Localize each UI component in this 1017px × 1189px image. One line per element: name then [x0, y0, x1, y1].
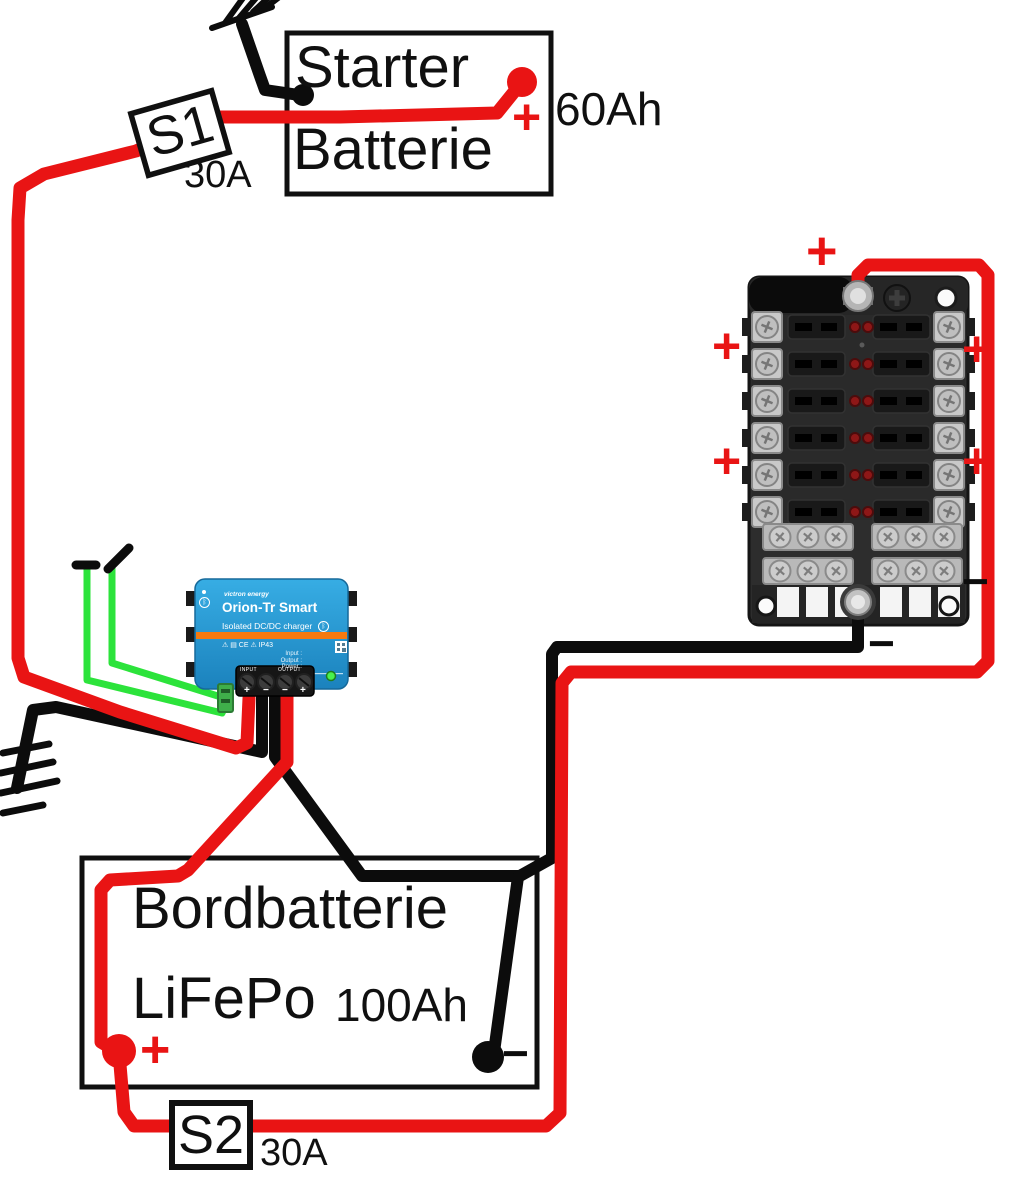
chassis-ground-top-icon — [209, 0, 281, 31]
fuse-s2-box — [169, 1100, 253, 1170]
fusebox-left-plus-mark-2: + — [712, 433, 742, 489]
charger-subtitle: Isolated DC/DC charger — [222, 621, 313, 631]
board-negative-terminal — [472, 1041, 504, 1073]
terminal-block — [235, 665, 315, 697]
qr-code-icon — [335, 641, 347, 653]
terminal-sign-3: − — [282, 685, 288, 696]
wire-charger-output-negative — [269, 688, 525, 882]
board-plus-mark: + — [140, 1021, 171, 1079]
fusebox-cover-lid — [749, 277, 853, 313]
starter-battery-capacity: 60Ah — [555, 83, 663, 135]
wire-battery-to-s2 — [112, 1046, 179, 1133]
starter-positive-terminal — [507, 67, 537, 97]
charger-brand: victron energy — [224, 591, 269, 598]
mounting-ears — [186, 591, 357, 677]
wire-charger-input-negative — [11, 688, 268, 794]
starter-plus-mark: + — [512, 89, 542, 145]
board-battery-capacity: 100Ah — [335, 979, 469, 1031]
board-positive-terminal — [102, 1034, 136, 1068]
board-battery-name-2: LiFePo — [132, 966, 316, 1031]
fusebox-right-plus-mark-2: + — [962, 433, 992, 489]
starter-battery-name-1: Starter — [295, 35, 470, 100]
board-minus-mark: − — [502, 1027, 529, 1079]
charger-specs: Input : Output : Power : — [238, 651, 302, 671]
terminal-sign-2: − — [263, 685, 269, 696]
chassis-ground-bottom-icon — [0, 740, 61, 817]
board-battery-name-1: Bordbatterie — [132, 876, 448, 941]
fusebox-bottom-minus-mark: − — [868, 617, 895, 669]
mounting-hole — [755, 595, 777, 617]
starter-battery-name-2: Batterie — [293, 117, 493, 182]
wire-starter-ground — [236, 18, 305, 101]
wire-starter-positive — [11, 75, 529, 755]
charger-input-group-label: INPUT — [240, 667, 257, 673]
charger-spec-output: Output : — [280, 657, 302, 664]
wire-charger-output-positive — [94, 687, 294, 1058]
charger-certifications: ⚠ ▤ CE ⚠ IP43 — [222, 642, 274, 649]
remote-connector — [217, 683, 234, 713]
charger-output-group-label: OUTPUT — [278, 667, 301, 673]
fuse-s1-rating: 30A — [184, 154, 252, 196]
fusebox-left-plus-mark-1: + — [712, 318, 742, 374]
mounting-hole — [938, 595, 960, 617]
plus-emblem-icon — [883, 284, 911, 312]
board-battery-box — [79, 855, 540, 1090]
terminal-sign-4: + — [300, 685, 306, 696]
bluetooth-icon: ᛒ — [199, 597, 210, 608]
fusebox-right-minus-mark: − — [962, 555, 989, 607]
fusebox-negative-stud — [840, 584, 876, 620]
wire-s2-to-fusebox — [243, 258, 995, 1133]
bluetooth-icon: ᛒ — [318, 621, 329, 632]
fuse-s2-rating: 30A — [260, 1132, 328, 1174]
wire-fusebox-negative — [488, 604, 864, 1058]
charger-spec-power: Power : — [281, 664, 302, 670]
fuse-s2-label: S2 — [177, 1105, 245, 1165]
terminal-sign-1: + — [244, 685, 250, 696]
fusebox-top-plus-mark: + — [806, 221, 838, 281]
fusebox-right-plus-mark-1: + — [962, 321, 992, 377]
status-led — [325, 670, 337, 682]
fusebox-positive-stud — [842, 280, 874, 312]
fuse-s1-box — [127, 87, 233, 179]
remote-switch-icon — [71, 543, 134, 574]
negative-bus-bars — [762, 523, 963, 585]
dcdc-charger — [186, 578, 357, 713]
charger-spec-input: Input : — [285, 651, 302, 657]
orange-stripe — [196, 632, 347, 639]
fuse-box — [742, 275, 975, 627]
charger-model: Orion-Tr Smart — [222, 600, 318, 615]
mounting-hole — [934, 286, 958, 310]
starter-negative-terminal — [292, 84, 314, 106]
